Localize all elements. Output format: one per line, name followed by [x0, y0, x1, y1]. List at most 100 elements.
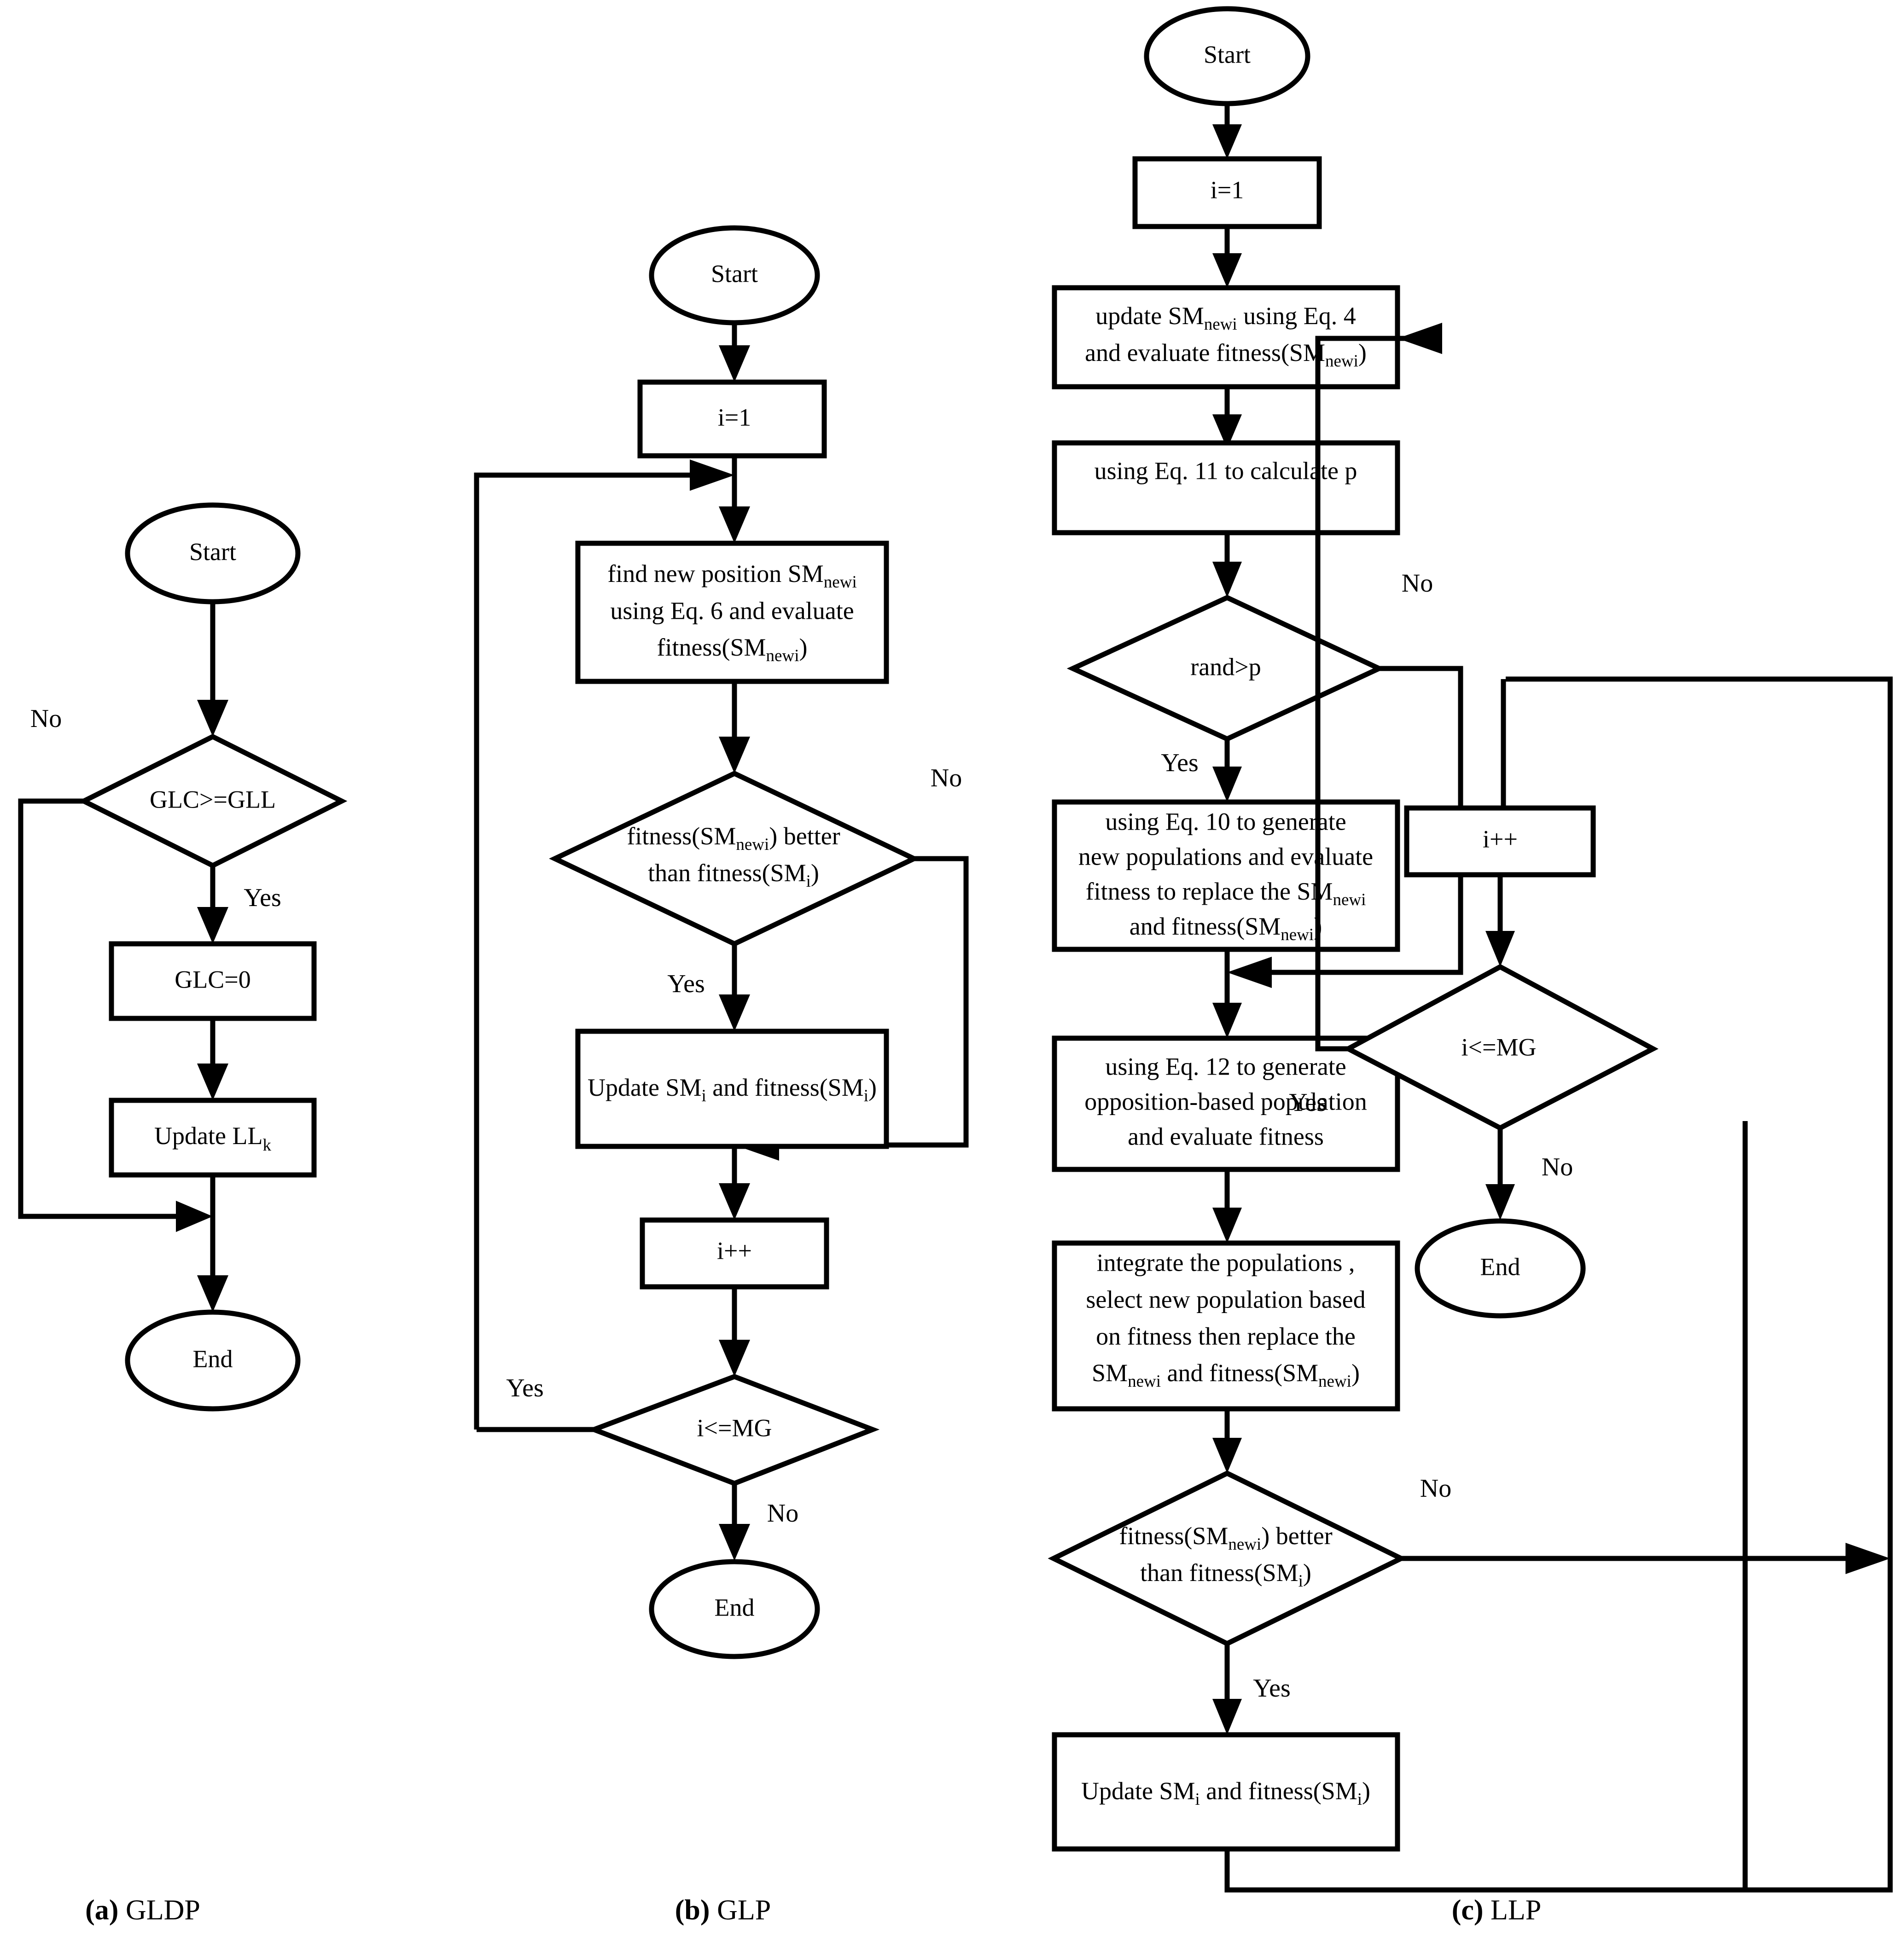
c-arrowhead-13 — [1485, 931, 1515, 967]
b-start-label: Start — [711, 260, 758, 287]
a-update-label: Update LLk — [154, 1122, 271, 1155]
panel-c-llp: Start i=1 update SMnewi using Eq. 4 and … — [1048, 6, 1893, 1926]
a-end-terminator — [125, 1309, 301, 1412]
b-arrowhead-6 — [719, 1183, 750, 1220]
c-edge-loop-yes — [1315, 336, 1441, 1052]
c-no1-label: No — [1402, 569, 1433, 598]
c-upd4-line2: and evaluate fitness(SMnewi) — [1085, 339, 1367, 371]
c-upd-label: Update SMi and fitness(SMi) — [1081, 1777, 1370, 1809]
c-eq10-line4: and fitness(SMnewi) — [1130, 913, 1322, 944]
c-integ-line1: integrate the populations , — [1097, 1249, 1355, 1276]
a-arrowhead-2 — [176, 1201, 213, 1232]
c-eq11-label: using Eq. 11 to calculate p — [1095, 457, 1357, 484]
c-edge-upd-return-rail — [1224, 676, 1893, 1893]
a-reset-label: GLC=0 — [175, 965, 250, 993]
a-yes-label: Yes — [244, 884, 281, 912]
b-yes2-label: Yes — [506, 1374, 543, 1402]
a-arrowhead-5 — [197, 1275, 228, 1312]
c-arrowhead-1 — [1212, 124, 1242, 159]
c-arrowhead-7 — [1212, 1003, 1242, 1038]
b-cmp-decision — [549, 770, 920, 947]
c-arrowhead-6 — [1212, 767, 1242, 802]
a-edge-no-loop — [18, 798, 180, 1219]
b-cmp-line1: fitness(SMnewi) better — [627, 822, 840, 854]
c-inc-label: i++ — [1483, 825, 1518, 853]
c-eq10-line1: using Eq. 10 to generate — [1105, 808, 1346, 835]
c-arrowhead-14 — [1485, 1184, 1515, 1220]
c-loop-label: i<=MG — [1461, 1033, 1537, 1061]
c-arrowhead-2 — [1212, 253, 1242, 288]
c-arrowhead-5 — [1227, 957, 1272, 988]
b-edge-loop-back — [474, 472, 691, 1430]
c-integ-line3: on fitness then replace the — [1096, 1322, 1356, 1350]
c-eq12-line1: using Eq. 12 to generate — [1105, 1052, 1346, 1080]
b-arrowhead-5 — [719, 994, 750, 1031]
b-init-process — [637, 379, 827, 459]
c-upd-process — [1052, 1732, 1400, 1852]
c-end-label: End — [1480, 1253, 1520, 1280]
b-arrowhead-2 — [719, 506, 750, 543]
c-arrowhead-4 — [1212, 562, 1242, 598]
a-start-label: Start — [189, 538, 236, 565]
c-arrowhead-10 — [1846, 1543, 1890, 1574]
a-arrowhead-4 — [197, 1064, 228, 1100]
c-no2-label: No — [1420, 1474, 1451, 1503]
b-arrowhead-8 — [719, 1524, 750, 1561]
c-arrowhead-8 — [1212, 1208, 1242, 1243]
panel-a-gldp: Start GLC>=GLL No Yes GLC=0 Update LLk E… — [18, 502, 348, 1926]
b-end-terminator — [649, 1559, 820, 1659]
c-cmp-line2: than fitness(SMi) — [1140, 1559, 1311, 1591]
c-eq10-line2: new populations and evaluate — [1078, 843, 1373, 870]
a-no-label: No — [30, 704, 62, 733]
c-no3-label: No — [1542, 1153, 1573, 1181]
c-integ-line4: SMnewi and fitness(SMnewi) — [1092, 1359, 1360, 1391]
c-eq12-line3: and evaluate fitness — [1128, 1122, 1324, 1150]
b-yes1-label: Yes — [667, 970, 705, 998]
b-upd-label: Update SMi and fitness(SMi) — [588, 1074, 877, 1105]
c-eq12-process — [1052, 1035, 1400, 1172]
c-eq10-process — [1052, 799, 1400, 952]
b-find-line3: fitness(SMnewi) — [657, 634, 808, 665]
b-find-line1: find new position SMnewi — [607, 560, 856, 592]
b-loop-label: i<=MG — [697, 1414, 772, 1442]
b-find-process — [575, 541, 889, 684]
caption-b: (b) GLP — [675, 1895, 771, 1926]
c-eq12-line2: opposition-based population — [1084, 1087, 1367, 1115]
b-arrowhead-loop — [690, 459, 734, 491]
c-eq11-process — [1052, 440, 1400, 535]
c-arrowhead-loop-into-upd4 — [1397, 323, 1442, 354]
caption-c: (c) LLP — [1452, 1895, 1542, 1926]
c-arrowhead-9 — [1212, 1438, 1242, 1473]
b-no2-label: No — [767, 1499, 798, 1528]
c-arrowhead-11 — [1212, 1699, 1242, 1735]
caption-a: (a) GLDP — [85, 1895, 200, 1926]
c-yes1-label: Yes — [1161, 749, 1198, 777]
b-arrowhead-7 — [719, 1340, 750, 1377]
b-arrowhead-3 — [719, 737, 750, 773]
c-arrowhead-3 — [1212, 414, 1242, 449]
b-inc-label: i++ — [717, 1237, 752, 1264]
a-end-label: End — [193, 1345, 233, 1372]
panel-b-glp: Start i=1 find new position SMnewi using… — [474, 225, 969, 1926]
c-eq10-line3: fitness to replace the SMnewi — [1086, 878, 1366, 909]
c-cmp-decision — [1048, 1470, 1407, 1647]
b-arrowhead-1 — [719, 345, 750, 382]
b-find-line2: using Eq. 6 and evaluate — [610, 597, 854, 624]
c-integ-line2: select new population based — [1086, 1285, 1365, 1313]
a-arrowhead-1 — [197, 700, 228, 737]
b-init-label: i=1 — [718, 403, 751, 431]
c-end-terminator — [1415, 1218, 1586, 1319]
c-rand-label: rand>p — [1190, 653, 1261, 680]
c-yes3-label: Yes — [1289, 1088, 1326, 1117]
a-arrowhead-3 — [197, 907, 228, 944]
c-yes2-label: Yes — [1253, 1674, 1290, 1703]
b-no1-label: No — [931, 764, 962, 792]
b-cmp-line2: than fitness(SMi) — [648, 859, 819, 891]
a-cond-label: GLC>=GLL — [150, 785, 276, 813]
b-inc-process — [640, 1217, 829, 1290]
c-init-label: i=1 — [1211, 176, 1244, 203]
c-upd4-line1: update SMnewi using Eq. 4 — [1095, 302, 1356, 334]
c-cmp-line1: fitness(SMnewi) better — [1119, 1522, 1332, 1554]
